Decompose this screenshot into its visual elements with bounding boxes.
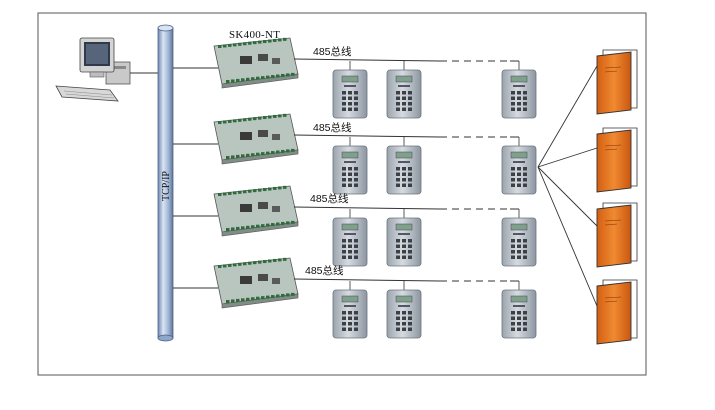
keypad-reader-icon xyxy=(386,289,422,339)
rs485-bus-line xyxy=(293,278,519,282)
door-icon xyxy=(596,127,638,193)
backbone-label: TCP/IP xyxy=(161,171,172,202)
rs485-bus-label-4: 485总线 xyxy=(305,265,344,277)
door-link-line xyxy=(537,65,598,168)
rs485-bus-label-3: 485总线 xyxy=(310,193,349,205)
door-link-line xyxy=(537,147,598,168)
controller-model-label: SK400-NT xyxy=(229,29,281,41)
door-icon xyxy=(596,49,638,115)
controller-row xyxy=(173,257,537,339)
access-controller-board-icon xyxy=(213,185,299,237)
keypad-reader-icon xyxy=(332,69,368,119)
keypad-reader-icon xyxy=(386,145,422,195)
access-controller-board-icon xyxy=(213,37,299,89)
controller-row xyxy=(173,113,537,195)
rs485-bus-label-2: 485总线 xyxy=(313,122,352,134)
controller-row xyxy=(173,37,537,119)
keypad-reader-icon xyxy=(332,289,368,339)
keypad-reader-icon xyxy=(386,217,422,267)
keypad-reader-icon xyxy=(332,145,368,195)
keypad-reader-icon xyxy=(386,69,422,119)
door-link-line xyxy=(537,166,598,307)
access-controller-board-icon xyxy=(213,257,299,309)
keypad-reader-icon xyxy=(501,217,537,267)
keypad-reader-icon xyxy=(501,145,537,195)
tcp-ip-backbone xyxy=(157,24,174,342)
rs485-bus-line xyxy=(293,134,519,138)
keypad-reader-icon xyxy=(332,217,368,267)
keypad-reader-icon xyxy=(501,69,537,119)
door-icon xyxy=(596,202,638,268)
desktop-computer-icon xyxy=(55,37,131,102)
keypad-reader-icon xyxy=(501,289,537,339)
rs485-bus-line xyxy=(293,206,519,210)
controller-row xyxy=(173,185,537,267)
door-link-line xyxy=(537,166,598,227)
door-icon xyxy=(596,279,638,345)
rs485-bus-label-1: 485总线 xyxy=(313,46,352,58)
rs485-bus-line xyxy=(293,58,519,62)
access-controller-board-icon xyxy=(213,113,299,165)
